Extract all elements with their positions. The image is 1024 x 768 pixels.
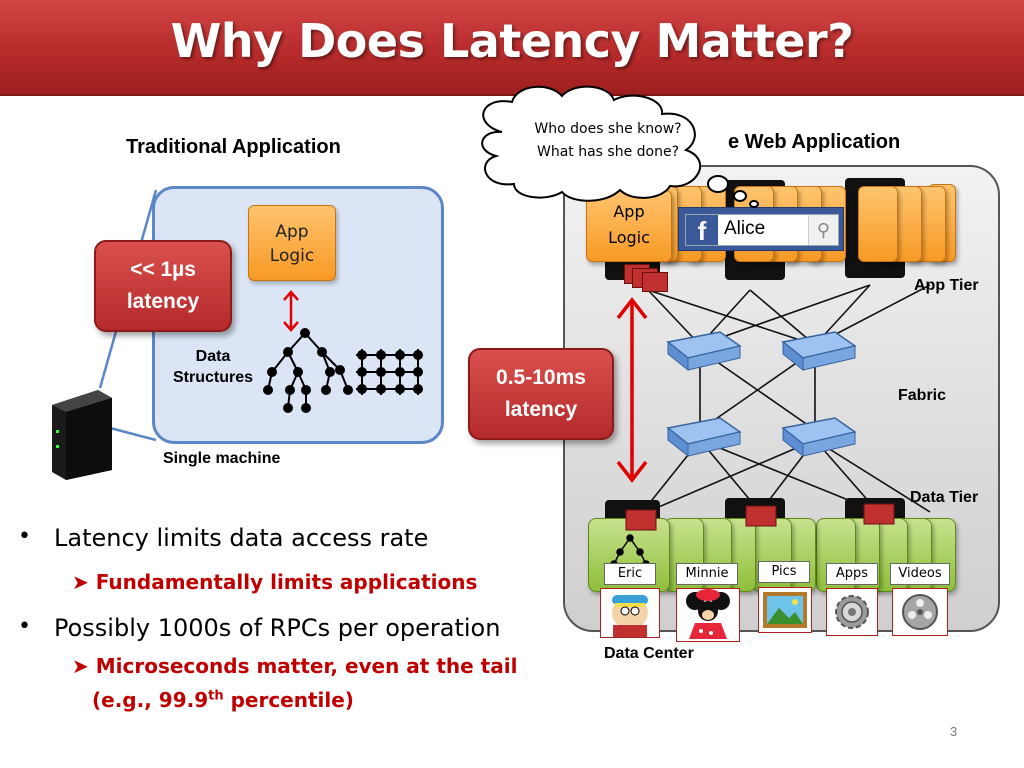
user-label-minnie: Minnie: [676, 563, 738, 585]
facebook-search-box[interactable]: f Alice ⚲: [678, 207, 844, 251]
user-label-apps: Apps: [826, 563, 878, 585]
long-latency-bubble: 0.5-10ms latency: [468, 348, 614, 440]
arrow-bullet-icon: ➤: [72, 570, 89, 594]
short-latency-line1: << 1µs: [130, 258, 196, 281]
bullet-1-sub: ➤ Fundamentally limits applications: [72, 570, 477, 594]
pics-picture-icon: [758, 587, 812, 633]
server-tower-icon: [52, 390, 112, 480]
arrow-bullet-icon: ➤: [72, 654, 89, 678]
bullet-1-text: Latency limits data access rate: [54, 524, 429, 552]
app-tier-label: App Tier: [914, 277, 979, 294]
traditional-heading: Traditional Application: [126, 136, 341, 158]
data-structures-label: Data Structures: [160, 346, 266, 388]
app-logic-line1: App: [275, 222, 309, 242]
bullet-2-text: Possibly 1000s of RPCs per operation: [54, 614, 501, 642]
tree-structure-icon: [263, 328, 353, 413]
long-latency-line2: latency: [504, 398, 578, 421]
fabric-wiring: [639, 284, 931, 516]
web-app-logic-line1: App: [613, 202, 645, 221]
apps-gear-icon: [826, 588, 878, 636]
bullet-2-sub: ➤ Microseconds matter, even at the tail: [72, 654, 517, 678]
bullet-dot: •: [18, 524, 31, 549]
search-value: Alice: [724, 218, 766, 239]
short-latency-line2: latency: [126, 290, 200, 313]
fabric-label: Fabric: [898, 387, 947, 404]
network-switch-icons: [666, 331, 857, 458]
data-center-label: Data Center: [604, 645, 694, 662]
user-label-videos: Videos: [890, 563, 950, 585]
thought-line1: Who does she know?: [534, 121, 682, 137]
app-logic-box: App Logic: [248, 205, 336, 281]
search-field[interactable]: f Alice ⚲: [685, 214, 839, 246]
bullet-2-sub-line2: (e.g., 99.9th percentile): [92, 688, 354, 712]
app-logic-line2: Logic: [269, 246, 315, 266]
facebook-icon: f: [686, 215, 718, 246]
bullet-2-sub-line1: Microseconds matter, even at the tail: [95, 654, 518, 678]
page-number: 3: [950, 724, 958, 739]
grid-structure-icon: [356, 349, 423, 395]
web-app-logic-box: App Logic: [586, 190, 672, 262]
minnie-picture-icon: [676, 588, 740, 642]
thought-text: Who does she know? What has she done?: [488, 118, 728, 164]
eric-picture-icon: [600, 588, 660, 638]
bullet-1-sub-text: Fundamentally limits applications: [95, 570, 478, 594]
title-bar: Why Does Latency Matter?: [0, 0, 1024, 96]
rpc-box: [642, 272, 668, 292]
long-latency-arrow: [616, 297, 648, 483]
thought-line2: What has she done?: [536, 144, 680, 160]
app-card: [858, 186, 898, 262]
bullet-dot: •: [18, 614, 31, 639]
videos-film-reel-icon: [892, 588, 948, 636]
percentile-post: percentile): [223, 688, 354, 712]
data-tier-rpc-boxes: [625, 503, 895, 531]
short-latency-bubble: << 1µs latency: [94, 240, 232, 332]
search-icon[interactable]: ⚲: [808, 215, 838, 245]
user-label-eric: Eric: [604, 563, 656, 585]
long-latency-line1: 0.5-10ms: [496, 366, 586, 389]
web-app-logic-line2: Logic: [608, 228, 650, 247]
data-structures-line1: Data: [195, 348, 231, 365]
percentile-sup: th: [208, 688, 224, 704]
slide-title: Why Does Latency Matter?: [170, 14, 854, 68]
single-machine-label: Single machine: [163, 450, 281, 467]
data-structures-line2: Structures: [172, 369, 254, 386]
short-latency-arrow: [283, 290, 299, 332]
data-tier-label: Data Tier: [910, 489, 979, 506]
user-label-pics: Pics: [758, 561, 810, 583]
percentile-pre: (e.g., 99.9: [92, 688, 209, 712]
web-heading: e Web Application: [728, 131, 901, 153]
